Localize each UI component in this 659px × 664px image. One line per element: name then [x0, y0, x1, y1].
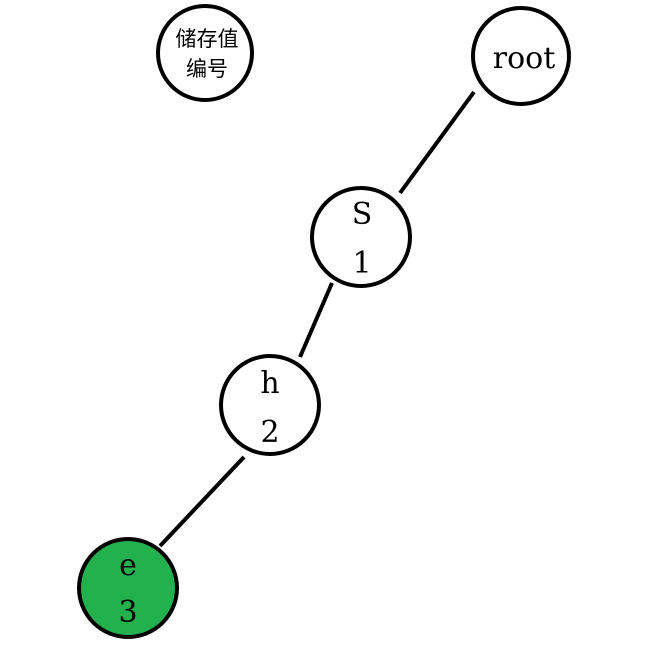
legend-label-value: 储存值: [176, 27, 239, 51]
root-node: root: [471, 6, 571, 106]
node-h-circle: [219, 354, 321, 456]
edge-root-to-s: [398, 90, 476, 195]
node-s-circle: [310, 186, 412, 288]
node-e-value: e: [119, 548, 137, 583]
legend-label-id: 编号: [186, 57, 228, 81]
legend-node: 储存值 编号: [156, 4, 254, 102]
edge-s-to-h: [298, 282, 334, 358]
node-h-id: 2: [260, 415, 279, 450]
node-h: h 2: [219, 354, 321, 456]
node-e-id: 3: [118, 595, 137, 630]
node-s: S 1: [310, 186, 412, 288]
root-circle: [471, 6, 571, 106]
node-e: e 3: [77, 537, 179, 639]
edge-h-to-e: [158, 455, 246, 548]
node-e-circle: [77, 537, 179, 639]
node-s-value: S: [352, 197, 373, 232]
node-s-id: 1: [352, 246, 371, 281]
legend-circle: [156, 4, 254, 102]
node-h-value: h: [260, 366, 279, 401]
root-label: root: [493, 41, 556, 76]
